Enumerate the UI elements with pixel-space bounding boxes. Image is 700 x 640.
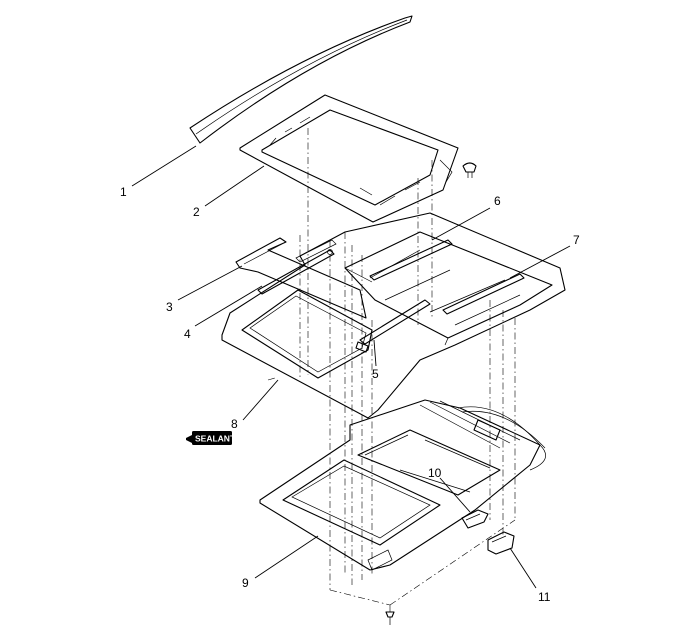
callout-10: 10 [428,466,442,480]
callout-2: 2 [193,205,200,219]
callout-11: 11 [538,590,551,604]
clip-fastener [462,162,477,178]
part-9-sunroof-frame [259,399,546,571]
part-5-guide-rail [355,299,431,353]
sealant-badge: SEALANT [186,431,236,445]
part-4-deflector-arm [257,239,337,295]
alignment-lines [267,128,516,612]
callout-5: 5 [372,367,379,381]
part-1-roof-molding [189,15,413,144]
sealant-tube-icon [186,435,192,443]
callout-6: 6 [494,194,501,208]
part-10-drain-connector [461,509,489,529]
part-11-motor [487,531,515,555]
callout-7: 7 [573,233,580,247]
callout-9: 9 [242,576,249,590]
part-3-wind-deflector [235,237,367,319]
callout-1: 1 [120,185,127,199]
sealant-label: SEALANT [195,434,236,444]
bottom-screw [385,611,395,625]
callout-4: 4 [184,327,191,341]
leader-lines [131,145,571,589]
part-7-side-rail [442,273,525,315]
part-8-roof-panel [221,212,566,419]
callout-8: 8 [231,417,238,431]
part-2-glass-frame [239,94,459,223]
callout-3: 3 [166,300,173,314]
part-6-front-rail [369,239,453,281]
